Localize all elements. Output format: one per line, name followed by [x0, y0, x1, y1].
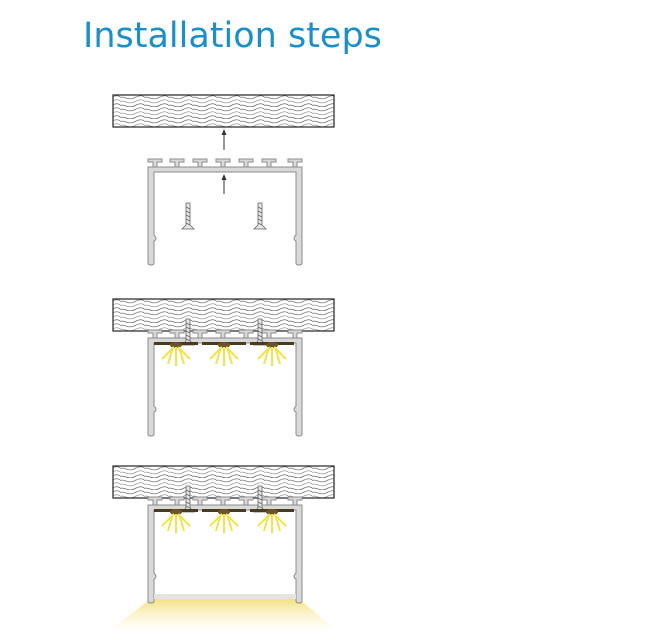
step-1-mount-profile [112, 94, 335, 266]
screw-icon [181, 202, 195, 230]
led-light-icon [201, 508, 247, 534]
aluminium-profile [147, 158, 303, 266]
led-light-icon [201, 341, 247, 367]
ceiling-wood-block [112, 298, 335, 332]
arrow-up-icon [221, 174, 227, 194]
light-beam [110, 598, 336, 630]
screw-icon [253, 202, 267, 230]
ceiling-wood-block [112, 465, 335, 499]
led-light-icon [153, 508, 199, 534]
ceiling-wood-block [112, 94, 335, 128]
led-light-icon [249, 341, 295, 367]
diffuser-cover [154, 594, 296, 599]
step-3-attach-diffuser [110, 465, 336, 630]
page-title: Installation steps [83, 16, 382, 56]
led-light-icon [249, 508, 295, 534]
arrow-up-icon [221, 129, 227, 150]
led-light-icon [153, 341, 199, 367]
step-2-insert-led-strip [112, 298, 335, 437]
